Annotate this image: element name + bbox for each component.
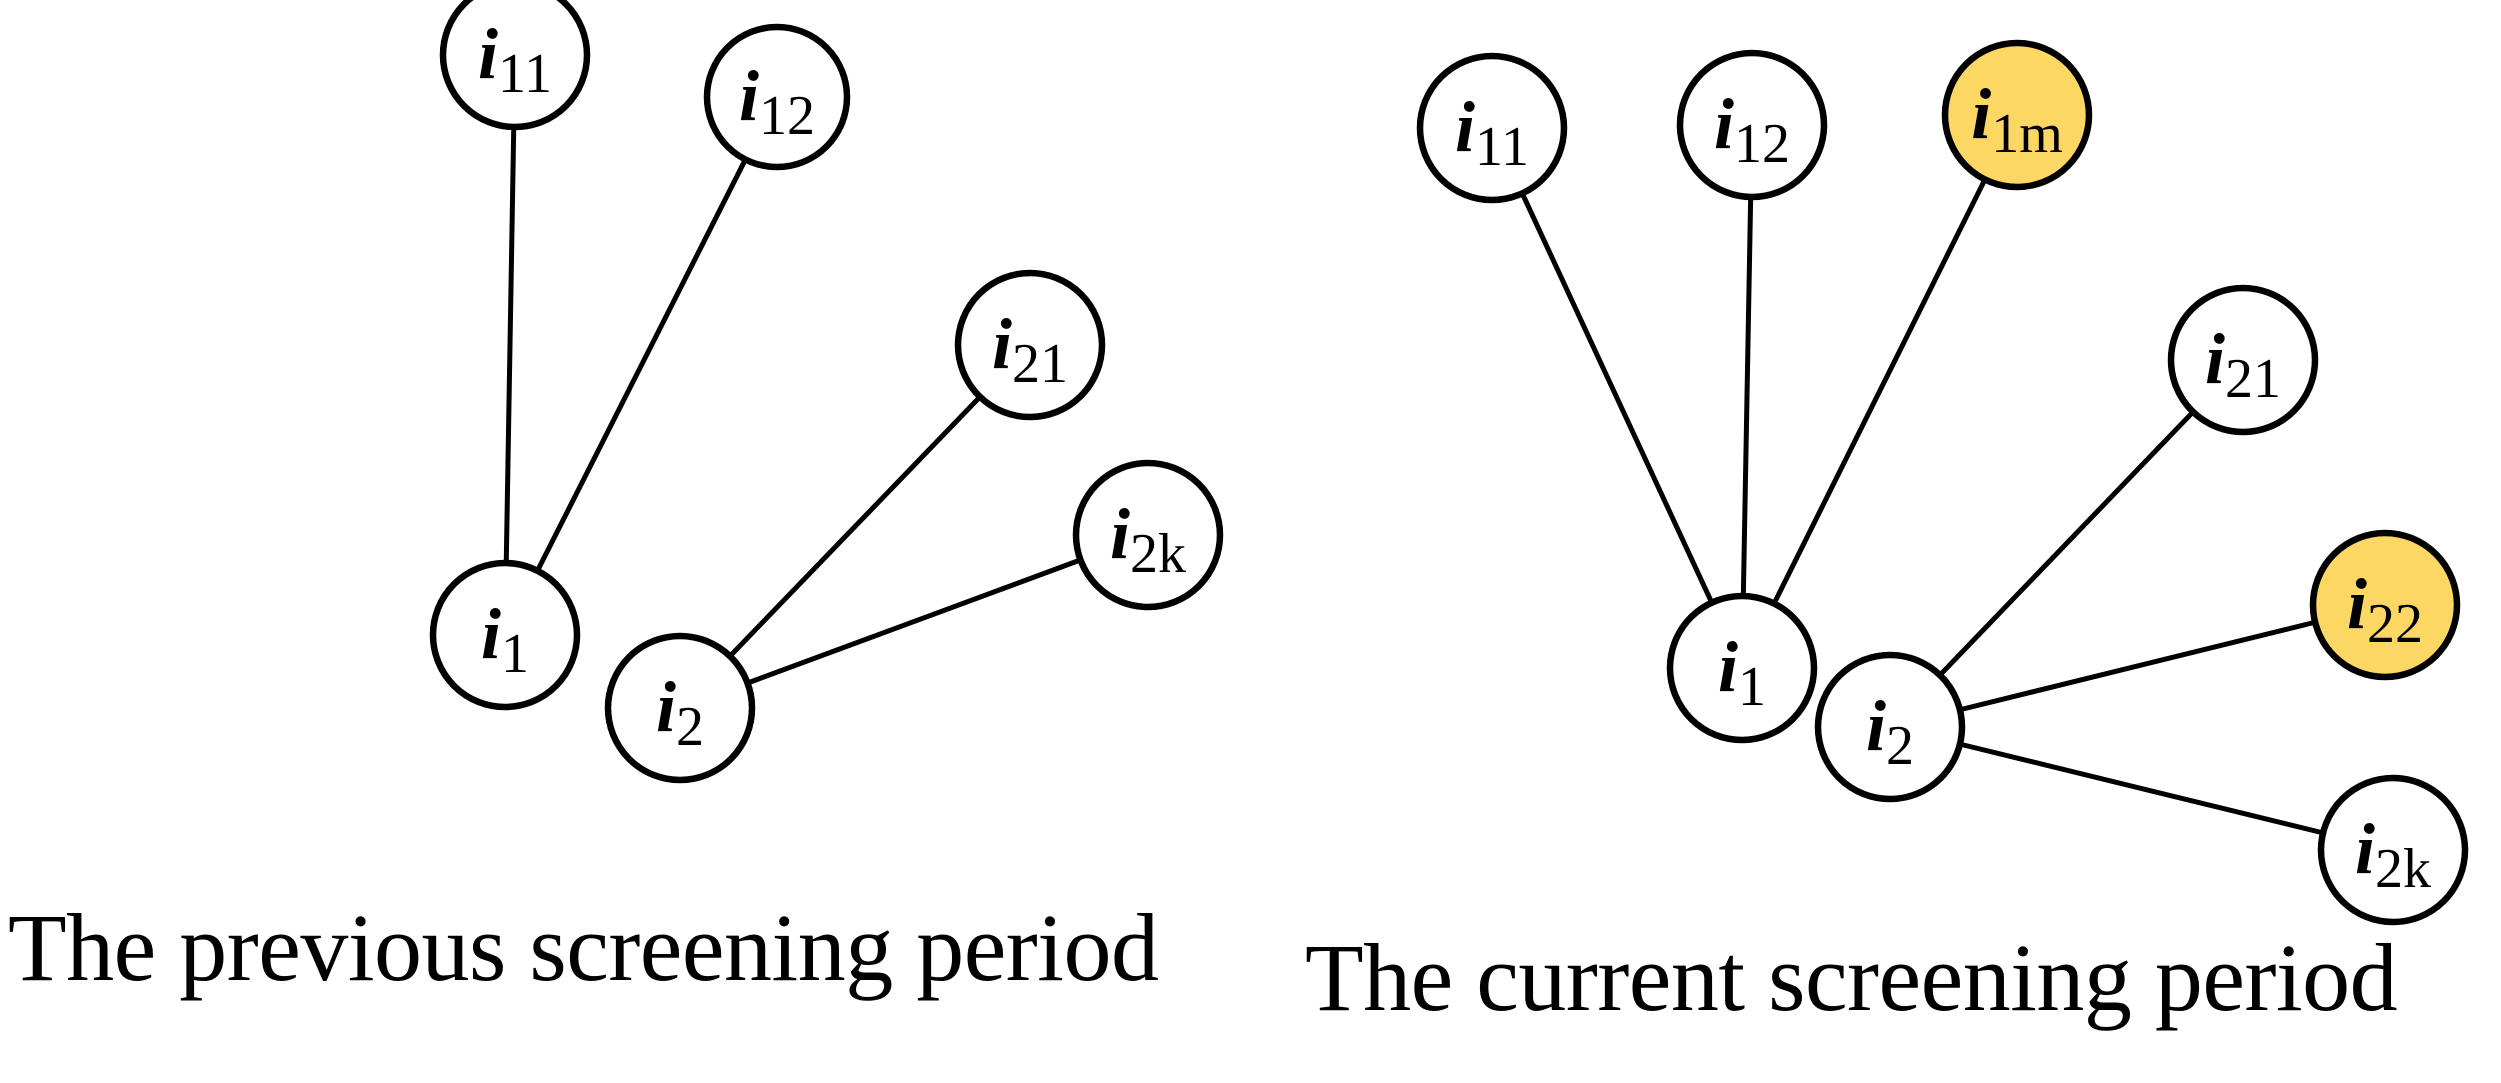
node-circle[interactable] bbox=[954, 269, 1106, 421]
node-label: i12 bbox=[1714, 84, 1790, 175]
node-label: i2 bbox=[656, 667, 704, 758]
node-label: i21 bbox=[992, 304, 1068, 395]
node-label: i2 bbox=[1866, 686, 1914, 777]
graph-edge bbox=[1770, 175, 1989, 608]
graph-edge bbox=[743, 556, 1085, 687]
caption-previous-period: The previous screening period bbox=[8, 894, 1159, 1001]
node-label: i1 bbox=[1718, 627, 1766, 718]
graph-node-l-i1[interactable]: i1 bbox=[429, 559, 581, 711]
node-label: i11 bbox=[1455, 87, 1529, 178]
node-circle-highlighted[interactable] bbox=[1941, 39, 2093, 191]
node-label: i2k bbox=[2355, 809, 2431, 900]
node-circle[interactable] bbox=[2167, 284, 2319, 436]
graph-node-r-i21[interactable]: i21 bbox=[2167, 284, 2319, 436]
graph-edge bbox=[1955, 741, 2328, 836]
node-circle[interactable] bbox=[1814, 651, 1966, 803]
node-label: i1 bbox=[481, 594, 529, 685]
graph-node-l-i21[interactable]: i21 bbox=[954, 269, 1106, 421]
node-circle-highlighted[interactable] bbox=[2309, 529, 2461, 681]
node-label: i2k bbox=[1110, 494, 1186, 585]
graph-node-l-i2[interactable]: i2 bbox=[604, 632, 756, 784]
node-circle[interactable] bbox=[2317, 774, 2469, 926]
node-circle[interactable] bbox=[439, 0, 591, 131]
edges-layer bbox=[503, 122, 2328, 836]
node-circle[interactable] bbox=[1072, 459, 1224, 611]
graph-edge bbox=[726, 392, 984, 661]
graph-node-r-i1m[interactable]: i1m bbox=[1941, 39, 2093, 191]
graph-node-r-i2[interactable]: i2 bbox=[1814, 651, 1966, 803]
node-circle[interactable] bbox=[1676, 49, 1828, 201]
graph-edge bbox=[503, 122, 517, 568]
node-label: i1m bbox=[1971, 74, 2063, 165]
graph-node-r-i1[interactable]: i1 bbox=[1666, 592, 1818, 744]
node-circle[interactable] bbox=[703, 23, 851, 171]
node-label: i12 bbox=[739, 56, 815, 147]
graph-node-r-i22[interactable]: i22 bbox=[2309, 529, 2461, 681]
graph-node-r-i12[interactable]: i12 bbox=[1676, 49, 1828, 201]
graph-node-l-i12[interactable]: i12 bbox=[703, 23, 851, 171]
graph-edge bbox=[1936, 407, 2197, 680]
graph-edge bbox=[1518, 189, 1716, 607]
node-circle[interactable] bbox=[429, 559, 581, 711]
graph-node-r-i11[interactable]: i11 bbox=[1416, 52, 1568, 204]
graph-node-l-i11[interactable]: i11 bbox=[439, 0, 591, 131]
node-label: i22 bbox=[2347, 564, 2423, 655]
node-label: i11 bbox=[478, 14, 552, 105]
graph-edge bbox=[534, 155, 749, 576]
graph-node-r-i2k[interactable]: i2k bbox=[2317, 774, 2469, 926]
graph-edge bbox=[1740, 192, 1754, 601]
graph-edge bbox=[1955, 619, 2320, 713]
node-circle[interactable] bbox=[1416, 52, 1568, 204]
graph-node-l-i2k[interactable]: i2k bbox=[1072, 459, 1224, 611]
node-circle[interactable] bbox=[604, 632, 756, 784]
caption-current-period: The current screening period bbox=[1305, 924, 2398, 1031]
nodes-layer: i11 i12 i21 i2k i1 i2 i11 i12 i1m i21 i22 i1 i2 i2k bbox=[429, 0, 2469, 926]
node-label: i21 bbox=[2205, 319, 2281, 410]
node-circle[interactable] bbox=[1666, 592, 1818, 744]
